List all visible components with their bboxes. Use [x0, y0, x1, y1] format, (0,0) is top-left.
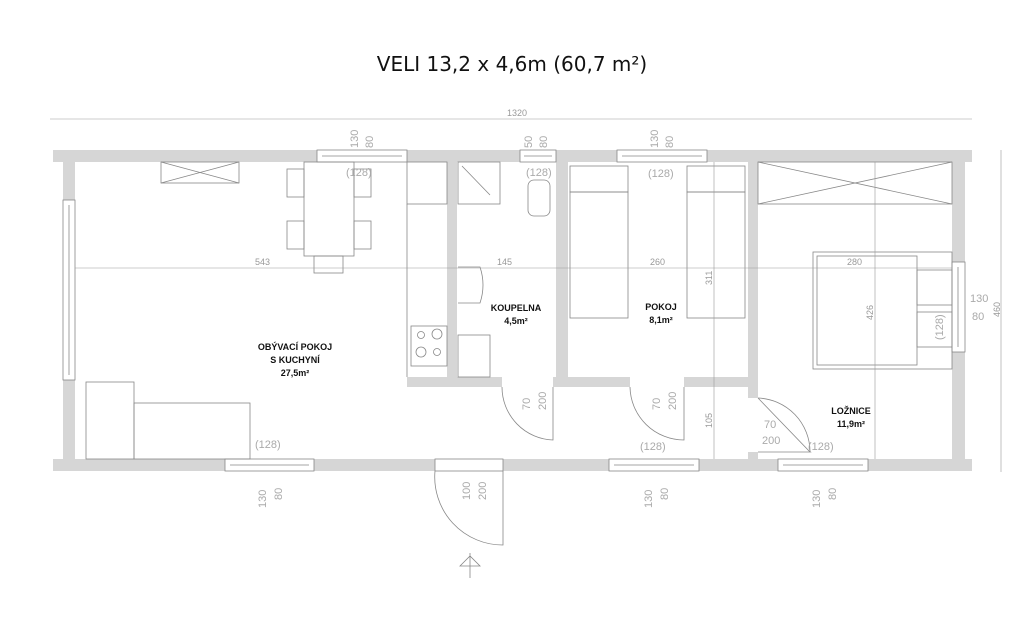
svg-text:80: 80: [538, 136, 550, 148]
svg-text:(128): (128): [648, 168, 674, 180]
dimension-total-length: 1320: [50, 108, 972, 120]
svg-text:1320: 1320: [507, 108, 527, 118]
svg-text:(128): (128): [526, 167, 552, 179]
dimension-total-width: 460: [992, 150, 1002, 472]
walls: [53, 150, 972, 471]
room-label-bedroom: LOŽNICE 11,9m²: [831, 405, 871, 429]
svg-text:80: 80: [659, 488, 671, 500]
svg-text:11,9m²: 11,9m²: [837, 419, 865, 429]
svg-text:(128): (128): [255, 439, 281, 451]
entrance-arrow-icon: [459, 553, 481, 578]
svg-text:27,5m²: 27,5m²: [281, 368, 310, 378]
internal-dimensions: 543 145 260 280 311 105 426: [75, 162, 952, 459]
plan-title: VELI 13,2 x 4,6m (60,7 m²): [376, 52, 648, 76]
svg-text:130: 130: [970, 293, 988, 305]
svg-text:311: 311: [704, 271, 714, 285]
room-label-room: POKOJ 8,1m²: [645, 302, 677, 325]
svg-text:426: 426: [865, 305, 875, 320]
svg-text:OBÝVACÍ POKOJ: OBÝVACÍ POKOJ: [258, 341, 332, 352]
svg-text:50: 50: [523, 136, 535, 148]
svg-text:POKOJ: POKOJ: [645, 302, 677, 312]
doors: [434, 386, 811, 546]
svg-text:130: 130: [257, 490, 269, 508]
furniture: [85, 161, 953, 460]
svg-text:(128): (128): [934, 314, 946, 340]
svg-text:70: 70: [521, 398, 533, 410]
svg-text:70: 70: [764, 419, 776, 431]
svg-text:130: 130: [649, 130, 661, 148]
svg-text:280: 280: [847, 257, 862, 267]
svg-text:KOUPELNA: KOUPELNA: [491, 303, 542, 313]
svg-text:200: 200: [477, 482, 489, 500]
svg-text:200: 200: [762, 435, 780, 447]
opening-labels: 130 80 (128) 50 80 (128) 130 80 (128) 13…: [255, 130, 988, 508]
svg-text:LOŽNICE: LOŽNICE: [831, 405, 871, 416]
svg-text:130: 130: [349, 130, 361, 148]
svg-text:80: 80: [972, 311, 984, 323]
svg-text:200: 200: [667, 392, 679, 410]
svg-text:105: 105: [704, 413, 714, 428]
svg-text:70: 70: [651, 398, 663, 410]
svg-text:200: 200: [537, 392, 549, 410]
svg-text:460: 460: [992, 302, 1002, 317]
svg-text:100: 100: [461, 482, 473, 500]
svg-text:8,1m²: 8,1m²: [649, 315, 673, 325]
windows: [62, 149, 966, 472]
svg-text:80: 80: [364, 136, 376, 148]
svg-text:145: 145: [497, 257, 512, 267]
svg-text:543: 543: [255, 257, 270, 267]
svg-text:(128): (128): [346, 167, 372, 179]
svg-text:80: 80: [664, 136, 676, 148]
svg-text:(128): (128): [808, 441, 834, 453]
svg-text:130: 130: [643, 490, 655, 508]
svg-text:130: 130: [811, 490, 823, 508]
svg-text:4,5m²: 4,5m²: [504, 316, 528, 326]
svg-text:(128): (128): [640, 441, 666, 453]
room-label-living: OBÝVACÍ POKOJ S KUCHYNÍ 27,5m²: [258, 341, 332, 378]
svg-text:S KUCHYNÍ: S KUCHYNÍ: [270, 355, 320, 365]
room-label-bathroom: KOUPELNA 4,5m²: [491, 303, 542, 326]
svg-text:260: 260: [650, 257, 665, 267]
svg-text:80: 80: [827, 488, 839, 500]
svg-text:80: 80: [273, 488, 285, 500]
